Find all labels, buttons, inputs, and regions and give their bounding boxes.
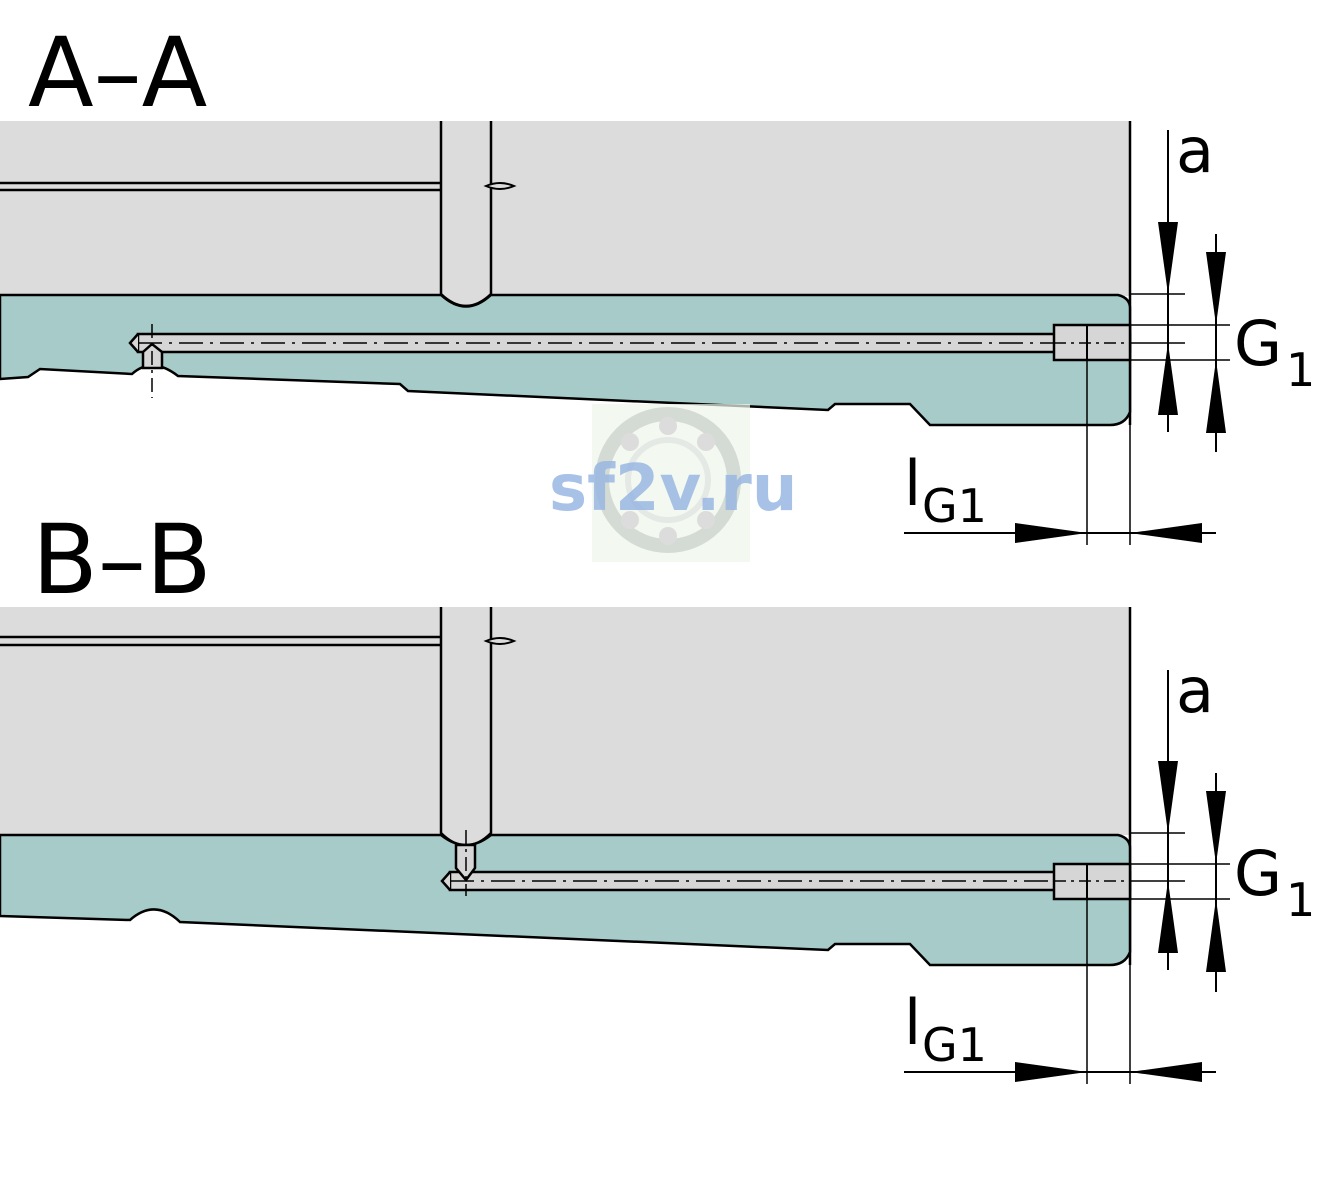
section-b-label-l: l <box>904 986 921 1059</box>
section-a-label-l: l <box>904 447 921 520</box>
section-b-label-g: G <box>1234 837 1282 910</box>
section-b: B–B a G 1 <box>0 504 1315 1084</box>
section-b-carriage <box>0 607 1130 835</box>
bearing-logo-icon <box>595 407 741 553</box>
section-a-slot <box>439 121 493 308</box>
section-b-rail <box>0 833 1132 967</box>
section-a-title: A–A <box>28 17 207 129</box>
section-b-label-l-sub: G1 <box>922 1018 987 1072</box>
section-b-thread <box>1052 862 1132 901</box>
section-b-label-a: a <box>1176 654 1214 727</box>
section-a: A–A a G 1 <box>0 17 1315 545</box>
section-b-slot <box>439 607 493 847</box>
section-a-carriage <box>0 121 1130 296</box>
section-a-rail <box>0 293 1132 427</box>
section-a-label-a: a <box>1176 114 1214 187</box>
section-a-label-l-sub: G1 <box>922 479 987 533</box>
watermark-text: sf2v.ru <box>549 452 797 526</box>
section-a-label-g-sub: 1 <box>1286 343 1315 397</box>
section-b-label-g-sub: 1 <box>1286 873 1315 927</box>
section-b-title: B–B <box>32 504 212 616</box>
watermark: sf2v.ru <box>549 404 797 562</box>
section-a-label-g: G <box>1234 307 1282 380</box>
